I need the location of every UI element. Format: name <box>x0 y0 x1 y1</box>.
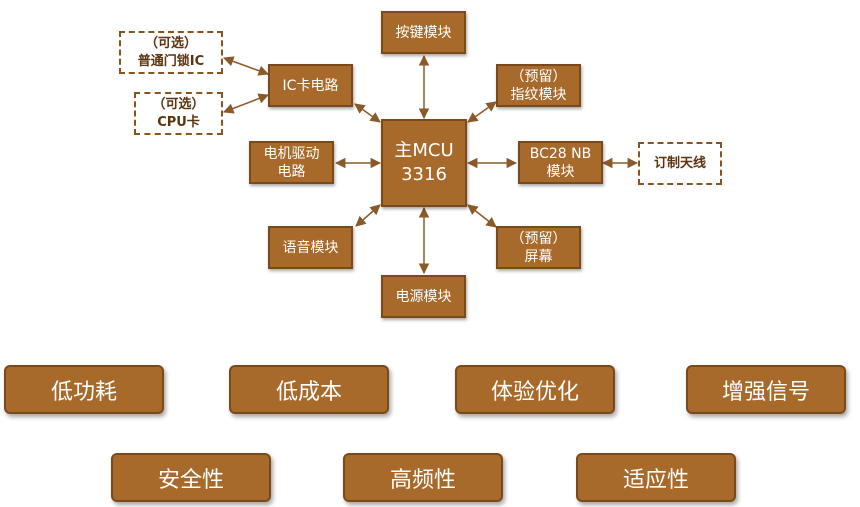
antenna-label: 订制天线 <box>653 155 706 171</box>
fingerprint-tag: （预留） <box>510 68 567 85</box>
feature-low-power-label: 低功耗 <box>50 379 117 405</box>
feature-security-label: 安全性 <box>157 467 224 493</box>
cpu-card-label: CPU卡 <box>157 114 200 130</box>
ic-lock-label: 普通门锁IC <box>137 53 205 69</box>
motor-label-2: 电路 <box>277 163 306 180</box>
feature-adaptability-label: 适应性 <box>622 467 689 493</box>
mcu-model: 3316 <box>401 164 447 185</box>
feature-low-cost: 低成本 <box>229 365 389 414</box>
arrow-mcu-voice <box>355 204 381 227</box>
arrow-mcu-fingerprint <box>467 101 497 123</box>
ic-card-circuit: IC卡电路 <box>268 64 353 107</box>
fingerprint-label: 指纹模块 <box>510 86 567 103</box>
buttons-module: 按键模块 <box>381 11 466 54</box>
nb-module: BC28 NB 模块 <box>518 141 603 184</box>
ic-card-label: IC卡电路 <box>282 77 339 94</box>
arrow-mcu-screen <box>467 204 497 228</box>
voice-label: 语音模块 <box>282 239 339 256</box>
optional-ic-lock-box: （可选） 普通门锁IC <box>119 31 223 74</box>
screen-tag: （预留） <box>510 230 567 247</box>
nb-label-2: 模块 <box>546 163 575 180</box>
optional-cpu-card-box: （可选） CPU卡 <box>134 92 223 135</box>
motor-driver-circuit: 电机驱动 电路 <box>249 141 334 184</box>
arrow-ic-lock <box>223 56 269 76</box>
mcu-title: 主MCU <box>394 140 454 161</box>
custom-antenna-box: 订制天线 <box>638 142 722 185</box>
voice-module: 语音模块 <box>268 226 353 269</box>
screen-module: （预留） 屏幕 <box>496 226 581 269</box>
cpu-card-tag: （可选） <box>152 96 205 112</box>
feature-experience-label: 体验优化 <box>490 379 579 405</box>
feature-adaptability: 适应性 <box>576 453 736 502</box>
motor-label-1: 电机驱动 <box>263 145 320 162</box>
feature-signal: 增强信号 <box>686 365 846 414</box>
power-module: 电源模块 <box>381 275 466 318</box>
feature-security: 安全性 <box>111 453 271 502</box>
arrow-ic-cpu <box>223 93 269 114</box>
arrow-mcu-ic-card <box>354 103 381 123</box>
feature-low-cost-label: 低成本 <box>275 379 342 405</box>
main-mcu: 主MCU 3316 <box>381 119 467 207</box>
power-label: 电源模块 <box>395 288 452 305</box>
screen-label: 屏幕 <box>524 248 553 265</box>
feature-high-frequency: 高频性 <box>343 453 503 502</box>
fingerprint-module: （预留） 指纹模块 <box>496 64 581 107</box>
feature-signal-label: 增强信号 <box>721 379 810 405</box>
nb-label-1: BC28 NB <box>529 145 592 162</box>
buttons-module-label: 按键模块 <box>395 24 452 41</box>
feature-high-frequency-label: 高频性 <box>389 467 456 493</box>
ic-lock-tag: （可选） <box>144 35 197 51</box>
feature-experience: 体验优化 <box>455 365 615 414</box>
feature-low-power: 低功耗 <box>4 365 164 414</box>
